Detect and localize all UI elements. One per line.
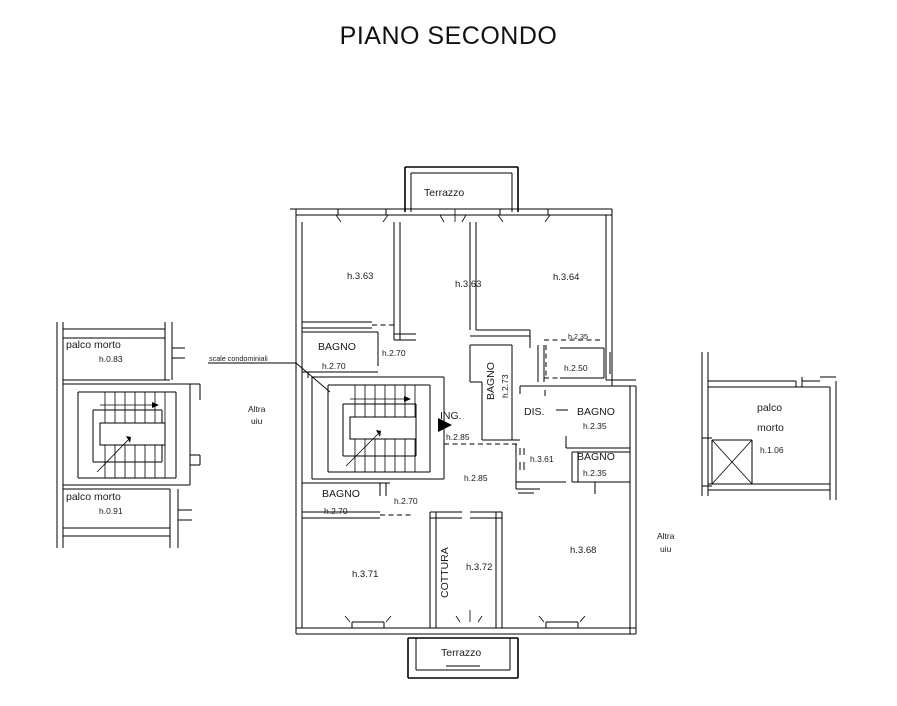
entrance-height: h.2.85: [446, 432, 470, 442]
bagno-center-label: BAGNO: [485, 362, 497, 400]
stairs-callout-label: scale condominiali: [209, 354, 268, 363]
room-top-center-height: h.3.63: [455, 279, 481, 290]
bagno-center-height: h.2.73: [500, 374, 510, 398]
entrance-label: ING.: [440, 410, 462, 422]
passage-right-height: h.3.61: [530, 454, 554, 464]
other-unit-right-line1: Altra: [657, 531, 675, 541]
central-stairs-group: [311, 376, 452, 480]
left-attic-bottom-height: h.0.91: [99, 506, 123, 516]
right-attic-name-line2: morto: [757, 422, 784, 434]
other-unit-left-line2: uiu: [251, 416, 263, 426]
left-block-group: palco morto h.0.83 palco morto h.0.91: [56, 322, 201, 548]
terrace-top-group: Terrazzo: [404, 166, 519, 212]
room-top-right-height: h.3.64: [553, 272, 579, 283]
page-title: PIANO SECONDO: [339, 22, 558, 50]
terrace-bottom-label: Terrazzo: [441, 647, 481, 659]
left-attic-top-height: h.0.83: [99, 354, 123, 364]
bagno-right-bot-label: BAGNO: [577, 451, 615, 463]
bagno-right-bot-height: h.2.35: [583, 468, 607, 478]
disimpegno-label: DIS.: [524, 406, 544, 418]
room-top-left-height: h.3.63: [347, 271, 373, 282]
bagno-upper-left-height: h.2.70: [322, 361, 346, 371]
main-unit-group: Terrazzo: [290, 166, 675, 679]
bagno-right-top-height: h.2.35: [583, 421, 607, 431]
right-attic-name-line1: palco: [757, 402, 782, 414]
other-unit-left-line1: Altra: [248, 404, 266, 414]
kitchen-height: h.3.72: [466, 562, 492, 573]
right-attic-height: h.1.06: [760, 445, 784, 455]
other-unit-right-line2: uiu: [660, 544, 672, 554]
corridor-lower-height: h.2.70: [394, 496, 418, 506]
room-bottom-left-height: h.3.71: [352, 569, 378, 580]
terrace-top-label: Terrazzo: [424, 187, 464, 199]
bagno-upper-left-label: BAGNO: [318, 341, 356, 353]
closet-medium-height: h.2.50: [564, 363, 588, 373]
hall-height: h.2.85: [464, 473, 488, 483]
right-block-group: palco morto h.1.06: [701, 352, 837, 500]
bagno-lower-left-height: h.2.70: [324, 506, 348, 516]
closet-small-height: h.2.35: [568, 332, 588, 341]
kitchen-label: COTTURA: [439, 547, 451, 598]
corridor-upper-height: h.2.70: [382, 348, 406, 358]
terrace-bottom-group: Terrazzo: [407, 637, 519, 679]
left-attic-bottom-name: palco morto: [66, 491, 121, 503]
room-bottom-right-height: h.3.68: [570, 545, 596, 556]
bagno-right-top-label: BAGNO: [577, 406, 615, 418]
bagno-lower-left-label: BAGNO: [322, 488, 360, 500]
left-attic-top-name: palco morto: [66, 339, 121, 351]
